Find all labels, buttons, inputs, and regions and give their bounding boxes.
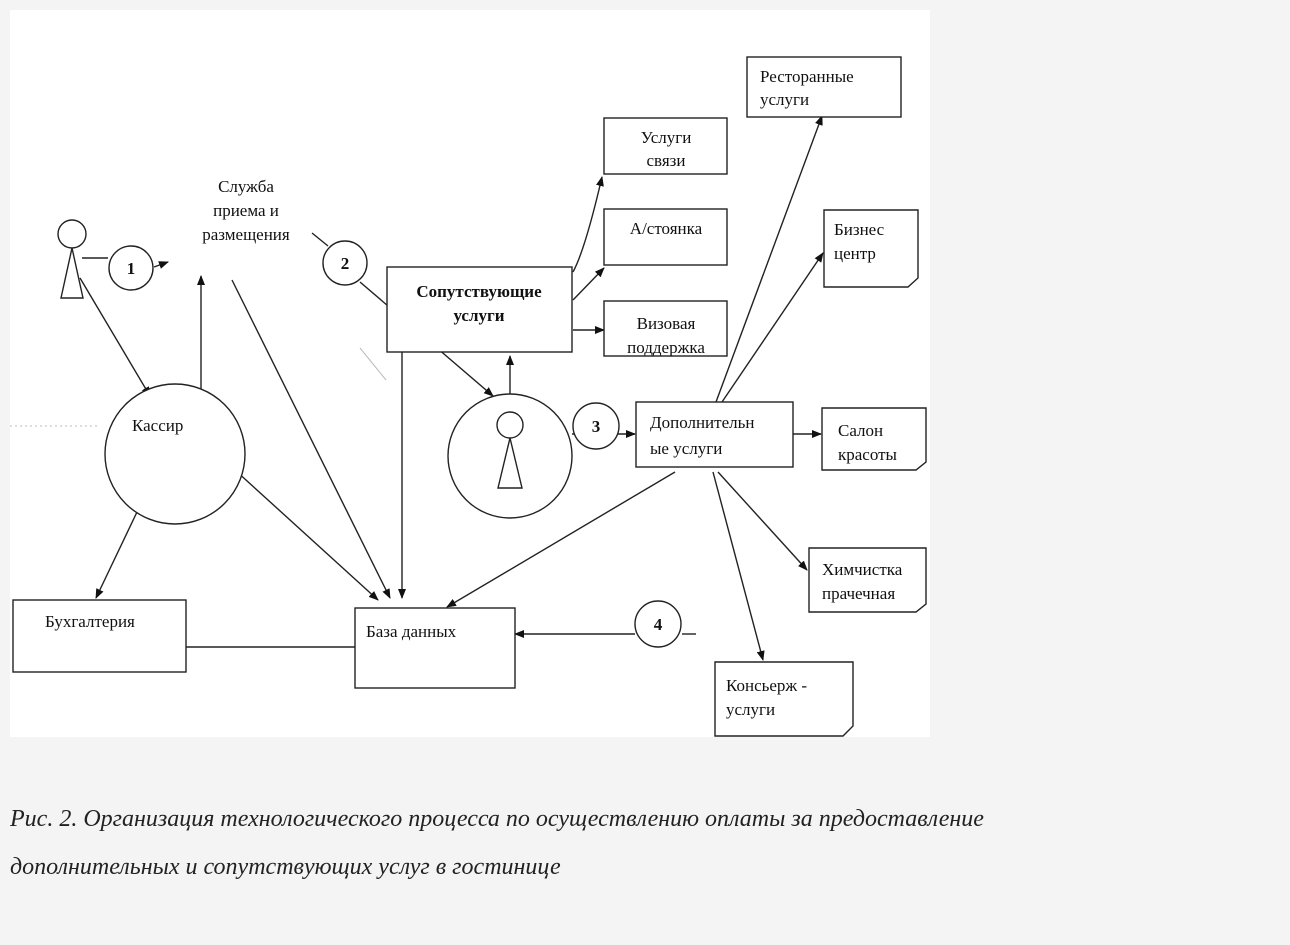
service-parking-box: [603, 208, 728, 266]
guest2-head: [496, 411, 524, 439]
step-4-number: 4: [654, 615, 663, 634]
step-3: 3: [572, 402, 620, 450]
accounting-node: Бухгалтерия: [12, 599, 187, 673]
step-1: 1: [108, 245, 154, 291]
service-laundry-label: Химчистка: [822, 560, 903, 579]
figure-caption: Рис. 2. Организация технологического про…: [10, 795, 1290, 891]
guest2-node: [447, 393, 573, 519]
service-beauty-salon: Салон красоты: [821, 407, 927, 471]
service-restaurant-label: Ресторанные: [760, 67, 854, 86]
service-restaurant-label: услуги: [760, 90, 809, 109]
reception-label-line: Служба: [218, 177, 274, 196]
step-2: 2: [322, 240, 368, 286]
process-diagram: Кассир Служба приема и размещения Сопутс…: [10, 56, 927, 737]
step-4: 4: [634, 600, 682, 648]
arrow-step1-to-reception: [153, 261, 169, 269]
arrow-cashier-to-database: [234, 469, 379, 601]
step-2-number: 2: [341, 254, 350, 273]
connectors: [10, 115, 824, 661]
additional-services-node: Дополнительн ые услуги: [635, 401, 794, 468]
cashier-label: Кассир: [132, 416, 183, 435]
related-services-box: [386, 266, 573, 353]
service-laundry-label: прачечная: [822, 584, 895, 603]
service-beauty-label: Салон: [838, 421, 883, 440]
service-communication: Услуги связи: [603, 117, 728, 175]
step-3-circle: [572, 402, 620, 450]
service-concierge-box: [714, 661, 854, 737]
service-visa-label: поддержка: [627, 338, 705, 357]
service-business-label: центр: [834, 244, 876, 263]
service-laundry: Химчистка прачечная: [808, 547, 927, 613]
arrow-reception-to-database: [231, 279, 391, 599]
step-3-number: 3: [592, 417, 601, 436]
arrow-additional-to-restaurant: [715, 115, 823, 403]
step-1-circle: [108, 245, 154, 291]
arrow-additional-to-business: [721, 252, 824, 403]
service-concierge-label: Консьерж -: [726, 676, 807, 695]
arrow-additional-to-concierge: [712, 471, 765, 661]
service-parking-label: А/стоянка: [630, 219, 703, 238]
caption-line-2: дополнительных и сопутствующих услуг в г…: [10, 854, 561, 880]
arrow-additional-to-database: [446, 471, 676, 608]
service-business-box: [823, 209, 919, 288]
service-communication-label: Услуги: [641, 128, 692, 147]
arrow-guest-to-cashier: [79, 277, 151, 397]
accounting-box: [12, 599, 187, 673]
service-communication-label: связи: [647, 151, 686, 170]
service-restaurant: Ресторанные услуги: [746, 56, 902, 118]
database-label: База данных: [366, 622, 457, 641]
service-business-label: Бизнес: [834, 220, 885, 239]
service-laundry-box: [808, 547, 927, 613]
database-box: [354, 607, 516, 689]
service-beauty-label: красоты: [838, 445, 898, 464]
service-business-center: Бизнес центр: [823, 209, 919, 288]
related-services-label-line: услуги: [453, 306, 504, 325]
guest-figure: [57, 219, 87, 299]
cashier-node: Кассир: [104, 383, 246, 525]
guest-body: [60, 247, 84, 299]
additional-services-label-line: ые услуги: [650, 439, 722, 458]
guest-head: [57, 219, 87, 249]
accounting-label: Бухгалтерия: [45, 612, 135, 631]
arrow-cashier-to-accounting: [95, 511, 138, 599]
service-beauty-box: [821, 407, 927, 471]
caption-line-1: Рис. 2. Организация технологического про…: [10, 806, 984, 832]
step-4-circle: [634, 600, 682, 648]
step-2-circle: [322, 240, 368, 286]
reception-label: Служба приема и размещения: [202, 177, 290, 244]
arrow-additional-to-laundry: [717, 471, 808, 571]
scan-artifact-line: [359, 347, 387, 381]
additional-services-box: [635, 401, 794, 468]
reception-label-line: размещения: [202, 225, 290, 244]
service-visa: Визовая поддержка: [603, 300, 728, 357]
service-restaurant-box: [746, 56, 902, 118]
figure-panel: Кассир Служба приема и размещения Сопутс…: [10, 10, 930, 737]
service-visa-box: [603, 300, 728, 357]
service-communication-box: [603, 117, 728, 175]
reception-label-line: приема и: [213, 201, 279, 220]
cashier-circle: [104, 383, 246, 525]
additional-services-label-line: Дополнительн: [650, 413, 754, 432]
related-services-label-line: Сопутствующие: [416, 282, 542, 301]
service-concierge: Консьерж - услуги: [714, 661, 854, 737]
database-node: База данных: [354, 607, 516, 689]
service-parking: А/стоянка: [603, 208, 728, 266]
related-services-node: Сопутствующие услуги: [386, 266, 573, 353]
service-visa-label: Визовая: [637, 314, 696, 333]
arrow-related-to-parking: [572, 267, 605, 301]
arrow-reception-to-step2: [311, 232, 329, 247]
arrow-related-to-communication: [572, 176, 604, 273]
service-concierge-label: услуги: [726, 700, 775, 719]
step-1-number: 1: [127, 259, 136, 278]
guest2-body: [497, 437, 523, 489]
